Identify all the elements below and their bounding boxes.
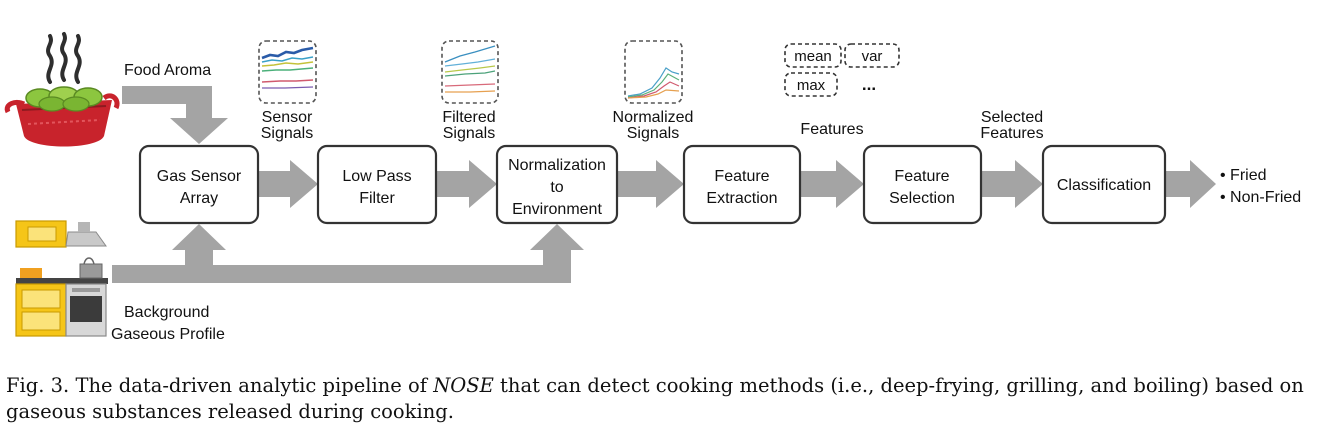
food-aroma-label: Food Aroma	[124, 62, 211, 79]
arrow-gas-to-lowpass	[258, 160, 318, 208]
stage-normalization-line1: Normalization	[508, 157, 606, 174]
arrow-normalization-to-extraction	[616, 160, 684, 208]
normalized-signals-thumbnail	[624, 40, 683, 104]
background-arrow	[112, 224, 584, 283]
filtered-signals-line2: Signals	[443, 125, 495, 142]
stage-box-extraction	[682, 144, 802, 225]
background-label-line2: Gaseous Profile	[111, 326, 225, 343]
sensor-signals-line1: Sensor	[262, 109, 313, 126]
filtered-signals-thumbnail	[441, 40, 499, 104]
filtered-signals-line1: Filtered	[442, 109, 495, 126]
stage-normalization-line2: to	[550, 179, 563, 196]
figure-caption: Fig. 3. The data-driven analytic pipelin…	[6, 373, 1318, 425]
output-fried: • Fried	[1220, 167, 1267, 184]
background-label-line1: Background	[124, 304, 209, 321]
selected-features-line1: Selected	[981, 109, 1043, 126]
sensor-signals-thumbnail	[258, 40, 317, 104]
feature-tag-max-box	[784, 72, 838, 97]
feature-tag-max: max	[797, 77, 826, 94]
stage-gas-sensor-line1: Gas Sensor	[157, 168, 242, 185]
arrow-lowpass-to-normalization	[436, 160, 497, 208]
caption-suffix: that can detect cooking methods (i.e., d…	[6, 374, 1304, 423]
feature-tag-var: var	[862, 48, 883, 65]
caption-system-name: NOSE	[433, 374, 494, 397]
feature-tag-ellipsis: ...	[862, 75, 876, 94]
stage-classification-line1: Classification	[1057, 177, 1151, 194]
feature-tag-mean: mean	[794, 48, 832, 65]
caption-prefix: Fig. 3. The data-driven analytic pipelin…	[6, 374, 434, 397]
features-label: Features	[800, 121, 863, 138]
feature-tag-var-box	[844, 43, 900, 68]
feature-tag-mean-box	[784, 43, 842, 68]
normalized-signals-line2: Signals	[627, 125, 679, 142]
stage-low-pass-line1: Low Pass	[342, 168, 411, 185]
stage-selection-line1: Feature	[894, 168, 949, 185]
stage-extraction-line2: Extraction	[706, 190, 777, 207]
stage-gas-sensor-line2: Array	[180, 190, 218, 207]
stage-extraction-line1: Feature	[714, 168, 769, 185]
stage-normalization-line3: Environment	[512, 201, 602, 218]
selected-features-line2: Features	[980, 125, 1043, 142]
arrow-extraction-to-selection	[800, 160, 864, 208]
stage-box-gas-sensor	[138, 144, 260, 225]
flow-arrows	[112, 86, 1216, 283]
arrow-selection-to-classification	[981, 160, 1043, 208]
stage-box-normalization	[495, 144, 619, 225]
output-non-fried: • Non-Fried	[1220, 189, 1301, 206]
arrow-classification-to-output	[1165, 160, 1216, 208]
stage-box-low-pass	[316, 144, 438, 225]
food-aroma-arrow	[122, 86, 228, 144]
stage-box-classification	[1041, 144, 1167, 225]
cooking-pot-icon	[4, 32, 120, 147]
stage-low-pass-line2: Filter	[359, 190, 395, 207]
sensor-signals-line2: Signals	[261, 125, 313, 142]
feature-tags: mean var max ...	[784, 43, 900, 97]
normalized-signals-line1: Normalized	[613, 109, 694, 126]
stage-selection-line2: Selection	[889, 190, 955, 207]
kitchen-icon	[15, 220, 108, 337]
stage-box-selection	[862, 144, 983, 225]
